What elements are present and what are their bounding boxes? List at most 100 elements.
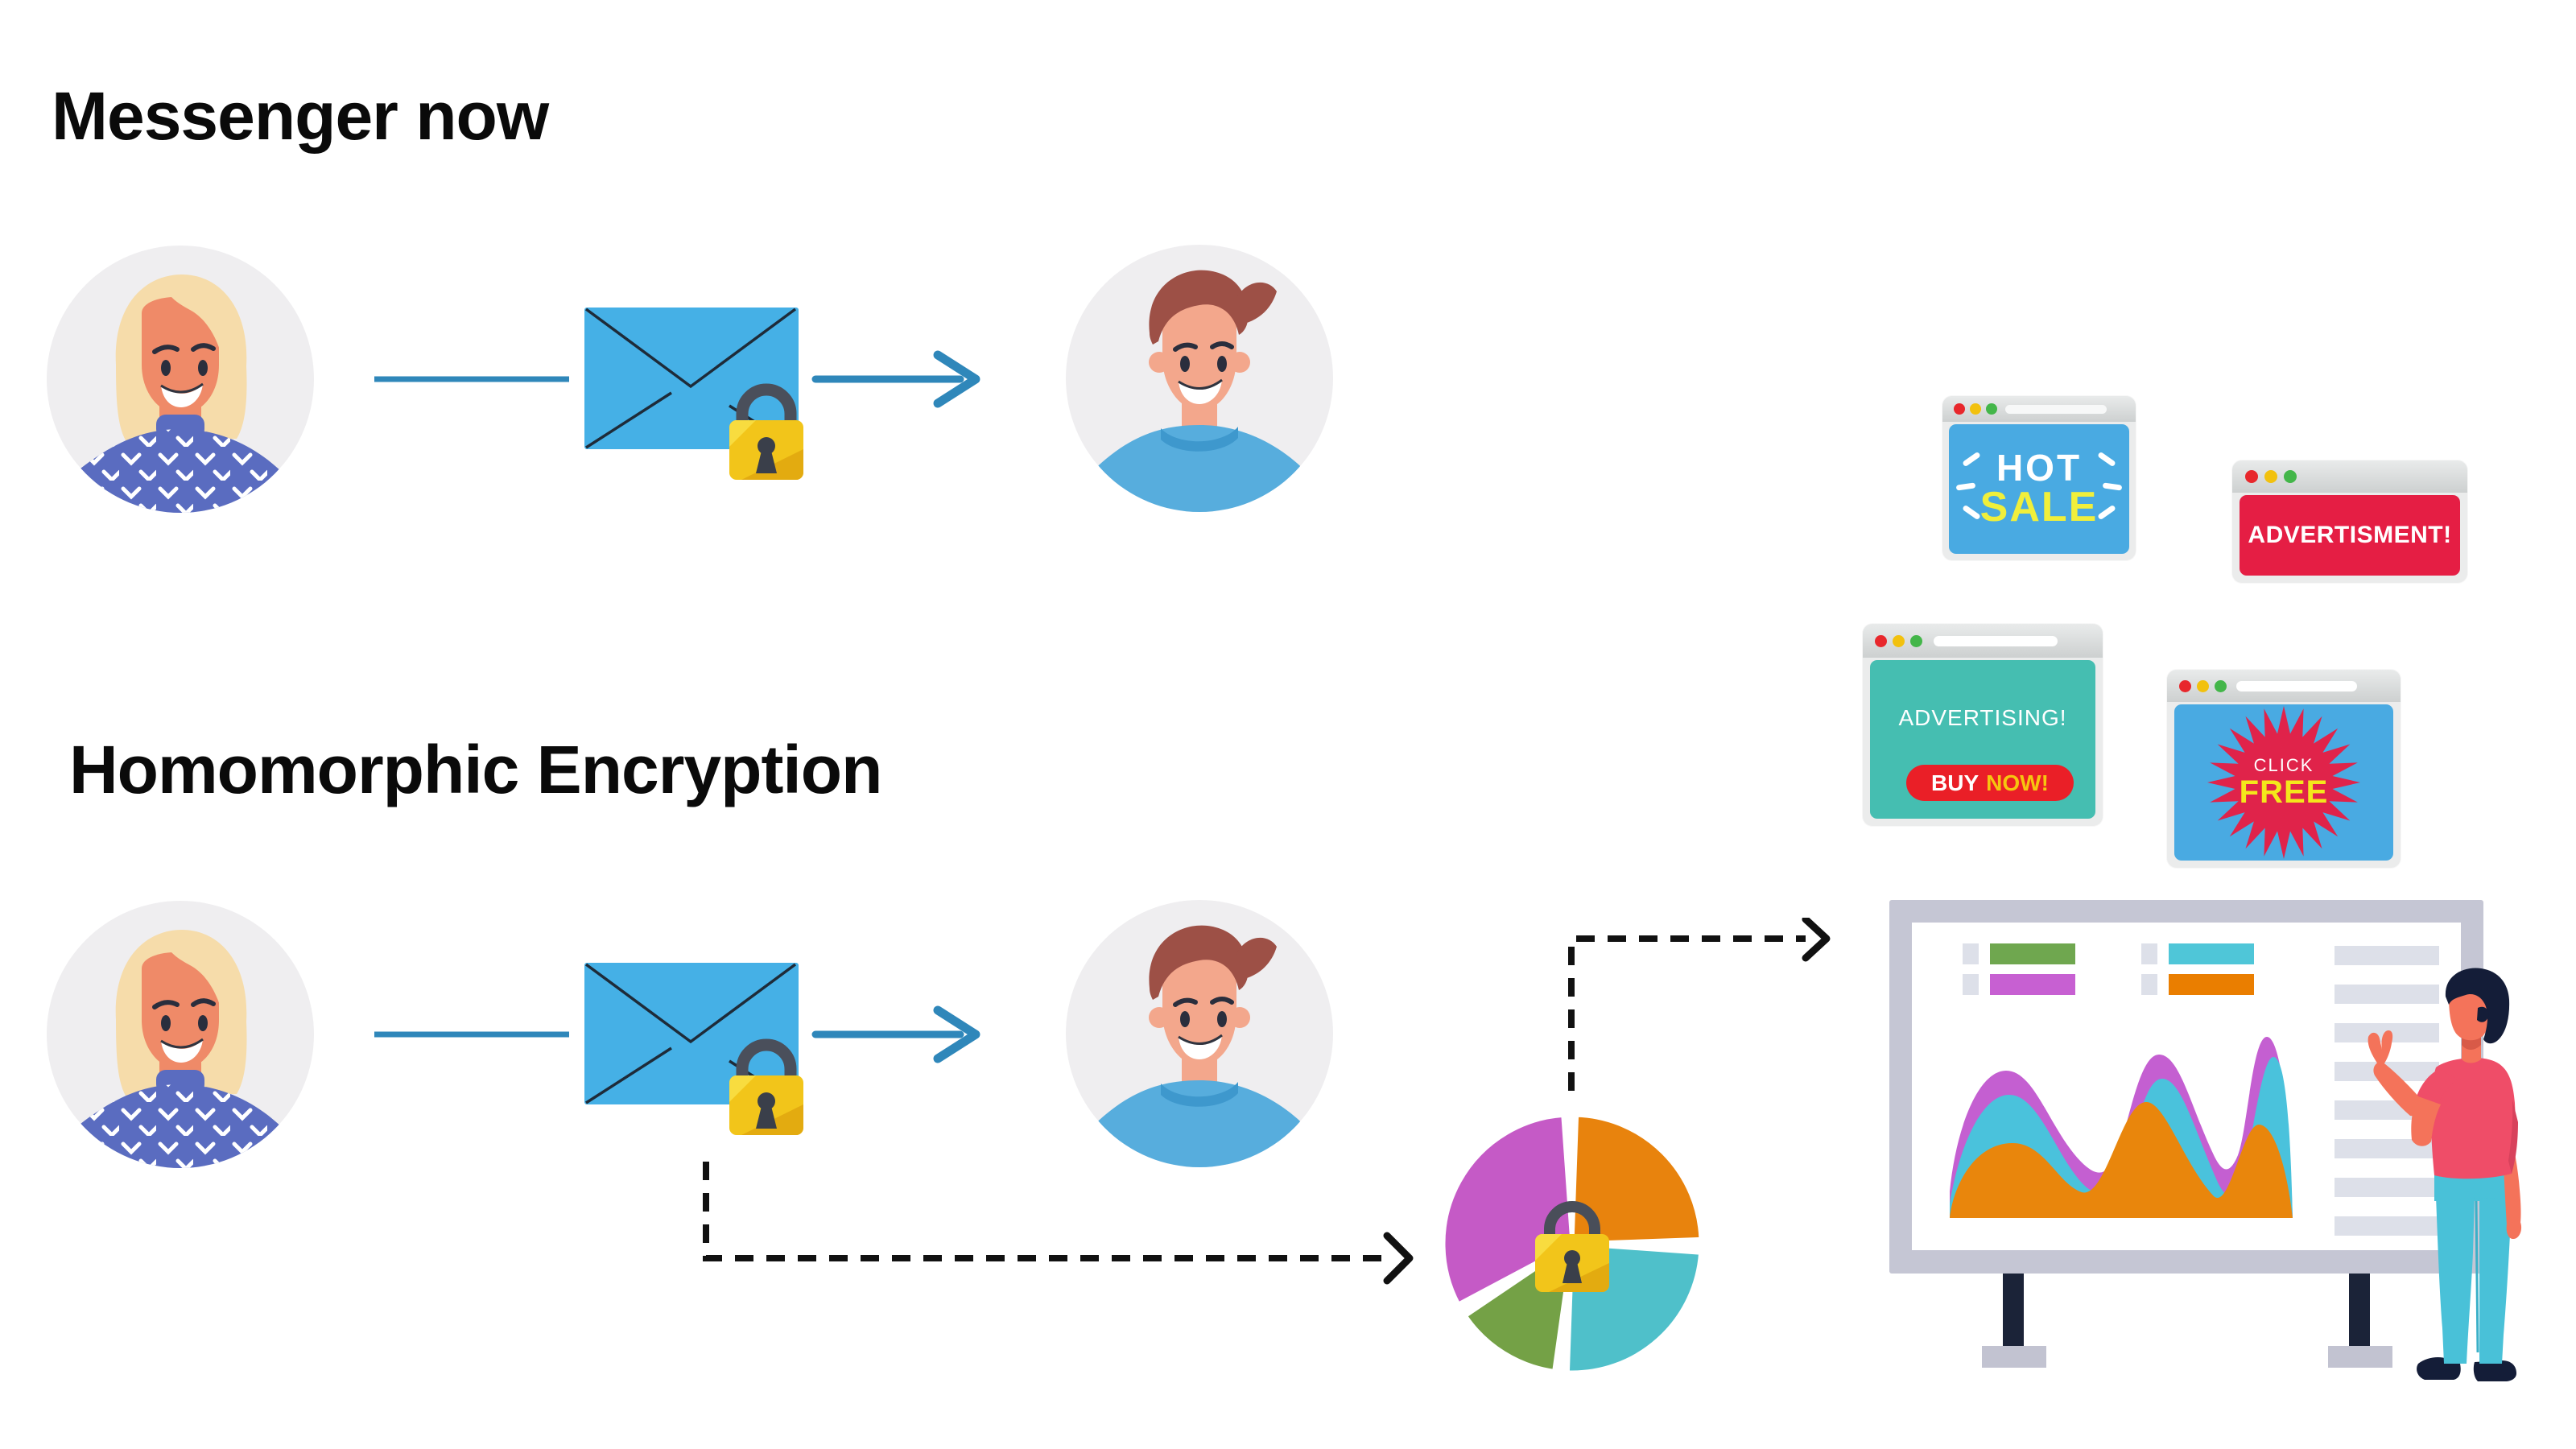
encrypted-envelope-bottom bbox=[584, 963, 803, 1135]
stacked-area-chart bbox=[1950, 1037, 2293, 1218]
ad-text-advertisment: ADVERTISMENT! bbox=[2248, 522, 2452, 548]
sparkle-dash-icon bbox=[1962, 504, 1981, 521]
window-maximize-dot-icon bbox=[1910, 635, 1922, 647]
browser-titlebar bbox=[2167, 670, 2401, 702]
starburst-icon bbox=[2207, 706, 2360, 859]
area-layer-orange bbox=[1950, 1102, 2293, 1218]
woman-smile bbox=[161, 384, 203, 407]
browser-titlebar bbox=[1942, 396, 2136, 422]
presenter-person bbox=[2368, 968, 2522, 1381]
man-shirt bbox=[1066, 425, 1333, 512]
man-avatar bbox=[1066, 900, 1333, 1167]
address-bar bbox=[2005, 405, 2107, 414]
ad-text-free: FREE bbox=[2239, 774, 2329, 811]
window-close-dot-icon bbox=[1954, 403, 1965, 415]
man-hair bbox=[1149, 270, 1249, 345]
window-minimize-dot-icon bbox=[2264, 470, 2277, 483]
ad-window-hot-sale: HOT SALE bbox=[1942, 396, 2136, 560]
window-close-dot-icon bbox=[1875, 635, 1887, 647]
ad-text-sale: SALE bbox=[1979, 484, 2099, 531]
lock-keyhole bbox=[1563, 1262, 1582, 1283]
board-foot bbox=[2328, 1346, 2392, 1368]
arrowhead-icon bbox=[933, 350, 980, 408]
lock-keyhole bbox=[756, 451, 777, 473]
board-leg bbox=[2349, 1274, 2370, 1348]
sparkle-dash-icon bbox=[2097, 451, 2116, 468]
ad-window-advertising: ADVERTISING! BUY NOW! bbox=[1863, 624, 2103, 826]
encrypted-envelope-top bbox=[584, 308, 803, 480]
window-maximize-dot-icon bbox=[2215, 680, 2227, 692]
sparkle-dash-icon bbox=[1962, 451, 1981, 468]
ad-text-click: CLICK bbox=[2253, 754, 2314, 775]
person-forearm bbox=[2373, 1061, 2424, 1117]
person-leg bbox=[2436, 1196, 2475, 1364]
person-hand bbox=[2368, 1030, 2393, 1067]
section-title-homomorphic-encryption: Homomorphic Encryption bbox=[69, 732, 882, 807]
section-title-messenger-now: Messenger now bbox=[52, 78, 549, 154]
legend-swatch bbox=[1963, 974, 1979, 995]
man-face bbox=[1162, 291, 1236, 411]
window-close-dot-icon bbox=[2179, 680, 2191, 692]
browser-titlebar bbox=[2232, 460, 2467, 493]
window-minimize-dot-icon bbox=[1893, 635, 1905, 647]
person-hair bbox=[2445, 968, 2510, 1044]
arrowhead-icon bbox=[1383, 1232, 1414, 1285]
ad-window-advertisment: ADVERTISMENT! bbox=[2232, 460, 2467, 583]
encrypted-pie-chart bbox=[1441, 1113, 1703, 1375]
board-leg bbox=[2003, 1274, 2024, 1348]
window-maximize-dot-icon bbox=[1986, 403, 1997, 415]
arrowhead-icon bbox=[1802, 918, 1831, 962]
sparkle-dash-icon bbox=[2102, 482, 2123, 491]
window-close-dot-icon bbox=[2245, 470, 2258, 483]
person-leg bbox=[2479, 1198, 2512, 1364]
address-bar bbox=[2236, 681, 2357, 691]
legend-bar-green bbox=[1990, 943, 2075, 964]
buy-now-button: BUY NOW! bbox=[1906, 765, 2074, 801]
person-shirt bbox=[2430, 1057, 2516, 1179]
ad-window-click-free: CLICK FREE bbox=[2167, 670, 2401, 868]
board-foot bbox=[1982, 1346, 2046, 1368]
legend-swatch bbox=[1963, 943, 1979, 964]
ad-content: CLICK FREE bbox=[2174, 704, 2393, 861]
legend-bar-teal bbox=[2169, 943, 2254, 964]
woman-hair-fringe bbox=[166, 288, 244, 382]
ad-content: ADVERTISMENT! bbox=[2240, 495, 2460, 576]
lock-keyhole bbox=[756, 1106, 777, 1129]
ad-content: ADVERTISING! BUY NOW! bbox=[1870, 660, 2095, 819]
woman-avatar bbox=[47, 901, 314, 1168]
woman-avatar bbox=[47, 246, 314, 513]
lock-shackle bbox=[1544, 1201, 1600, 1236]
legend-bar-orange bbox=[2169, 974, 2254, 995]
lock-shackle bbox=[736, 1038, 797, 1077]
window-minimize-dot-icon bbox=[2197, 680, 2209, 692]
dashed-arrow-to-board bbox=[1568, 918, 1831, 1091]
pie-slice-orange bbox=[1570, 1113, 1703, 1246]
message-flow-arrow-top bbox=[374, 350, 980, 408]
legend-bar-purple bbox=[1990, 974, 2075, 995]
window-minimize-dot-icon bbox=[1970, 403, 1981, 415]
lock-shackle bbox=[736, 383, 797, 422]
arrowhead-icon bbox=[933, 1005, 980, 1063]
person-hand bbox=[2506, 1220, 2522, 1240]
text-placeholder-bar bbox=[2334, 985, 2439, 1004]
sparkle-dash-icon bbox=[2097, 504, 2116, 521]
window-maximize-dot-icon bbox=[2284, 470, 2297, 483]
legend-swatch bbox=[2141, 974, 2157, 995]
ad-text-hot: HOT bbox=[1996, 446, 2083, 489]
person-shoe bbox=[2473, 1360, 2516, 1381]
man-smile bbox=[1179, 380, 1222, 404]
text-placeholder-bar bbox=[2334, 1216, 2439, 1236]
text-placeholder-bar bbox=[2334, 946, 2439, 965]
browser-titlebar bbox=[1863, 624, 2103, 658]
man-avatar bbox=[1066, 245, 1333, 512]
text-placeholder-bar bbox=[2334, 1178, 2439, 1197]
sparkle-dash-icon bbox=[1955, 482, 1976, 491]
buy-label: BUY bbox=[1931, 770, 1979, 795]
dashed-arrow-to-pie bbox=[703, 1162, 1414, 1285]
ad-text-advertising: ADVERTISING! bbox=[1898, 705, 2067, 730]
now-label: NOW! bbox=[1986, 770, 2049, 795]
legend-swatch bbox=[2141, 943, 2157, 964]
address-bar bbox=[1934, 636, 2058, 646]
message-flow-arrow-bottom bbox=[374, 1005, 980, 1063]
